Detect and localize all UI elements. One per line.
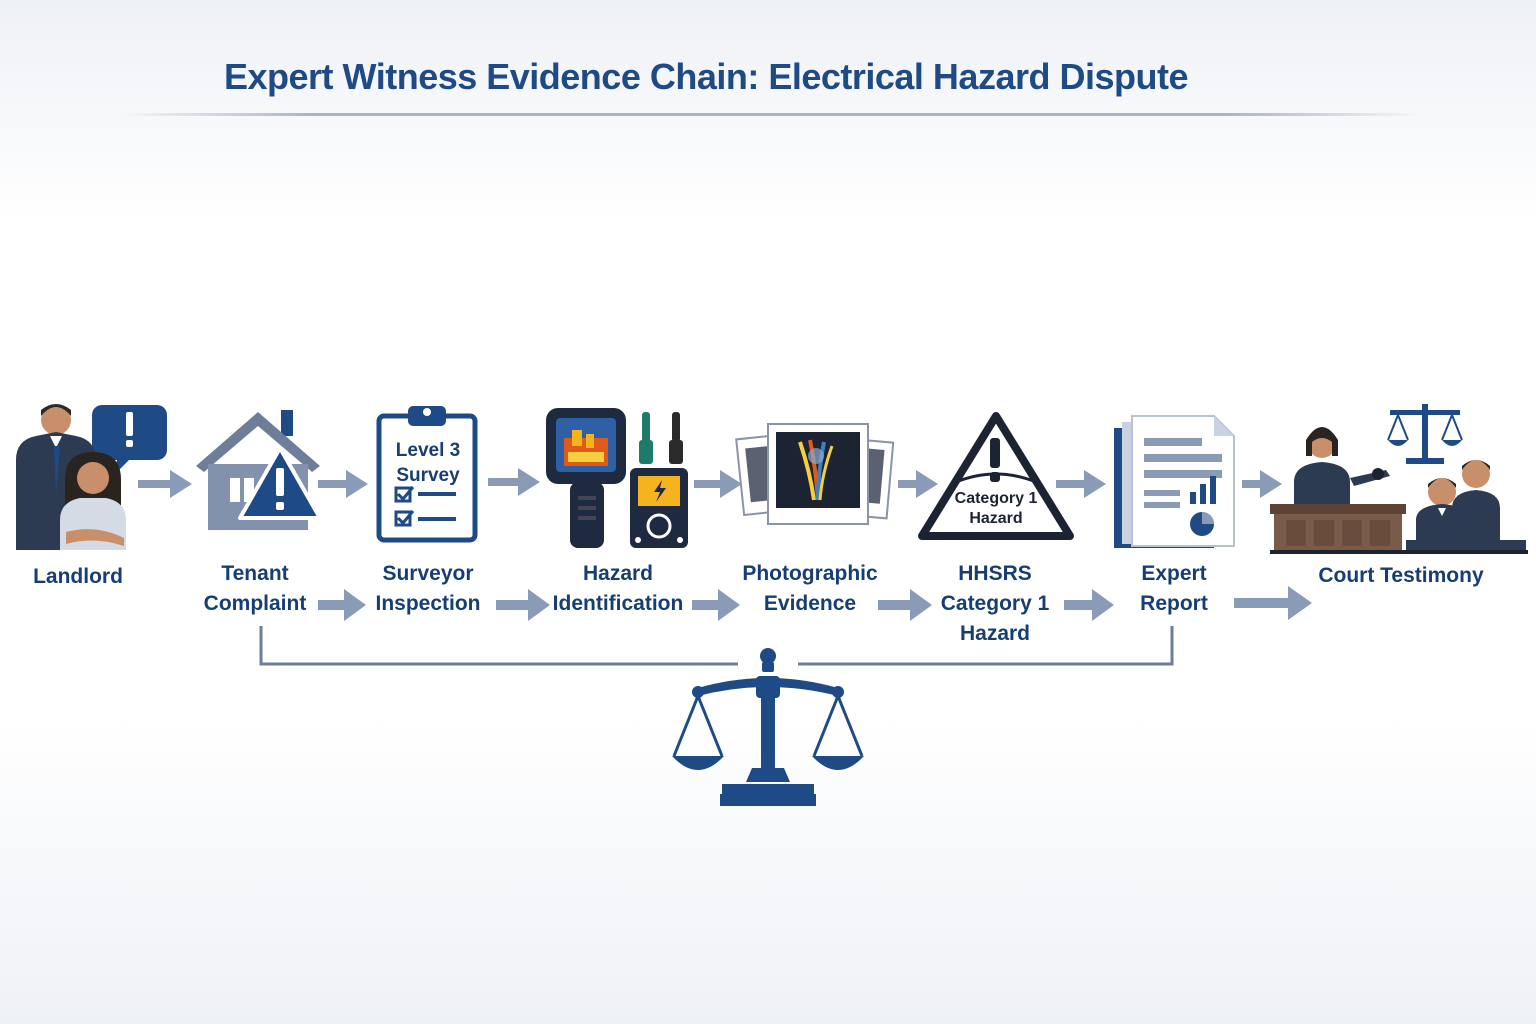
flow-arrow — [898, 470, 938, 498]
stage-label-hazard-identification: Hazard Identification — [552, 562, 684, 615]
stage-label-expert-report: Expert Report — [1140, 562, 1208, 615]
flow-arrow — [318, 470, 368, 498]
clipboard-icon: Level 3 Survey — [376, 406, 478, 543]
flow-arrow — [1056, 470, 1106, 498]
flow-arrow — [1064, 589, 1114, 621]
courtroom-icon — [1270, 404, 1528, 554]
flow-arrow — [694, 470, 742, 498]
clipboard-line-2: Survey — [396, 465, 460, 486]
flow-arrow — [496, 589, 550, 621]
clipboard-line-1: Level 3 — [396, 440, 460, 461]
title-divider — [120, 113, 1420, 116]
flow-arrow — [318, 589, 366, 621]
stage-label-surveyor-inspection: Surveyor Inspection — [375, 562, 481, 615]
flow-arrow — [1242, 470, 1282, 498]
flow-arrow — [1234, 586, 1312, 620]
thermal-camera-icon — [546, 408, 626, 548]
stage-label-court-testimony: Court Testimony — [1318, 564, 1484, 587]
stage-label-tenant-complaint: Tenant Complaint — [203, 562, 307, 615]
warning-sign-line-1: Category 1 — [955, 490, 1038, 507]
person-pair-icon — [16, 404, 167, 550]
stage-label-photographic-evidence: Photographic Evidence — [742, 562, 878, 615]
page-title: Expert Witness Evidence Chain: Electrica… — [224, 56, 1189, 97]
warning-sign-icon: Category 1 Hazard — [918, 412, 1074, 540]
flow-arrow — [878, 589, 932, 621]
evidence-bracket — [259, 626, 1174, 666]
house-warning-icon — [196, 410, 322, 530]
flow-arrow — [692, 589, 740, 621]
flow-arrow — [138, 470, 192, 498]
stage-label-hhsrs-hazard: HHSRS Category 1 Hazard — [940, 562, 1050, 645]
report-icon — [1114, 415, 1235, 548]
stage-label-landlord: Landlord — [33, 565, 123, 588]
multimeter-icon — [630, 412, 688, 548]
warning-sign-line-2: Hazard — [969, 510, 1022, 527]
flow-arrow — [488, 468, 540, 496]
photos-icon — [735, 423, 895, 525]
scales-of-justice-icon — [672, 648, 864, 806]
